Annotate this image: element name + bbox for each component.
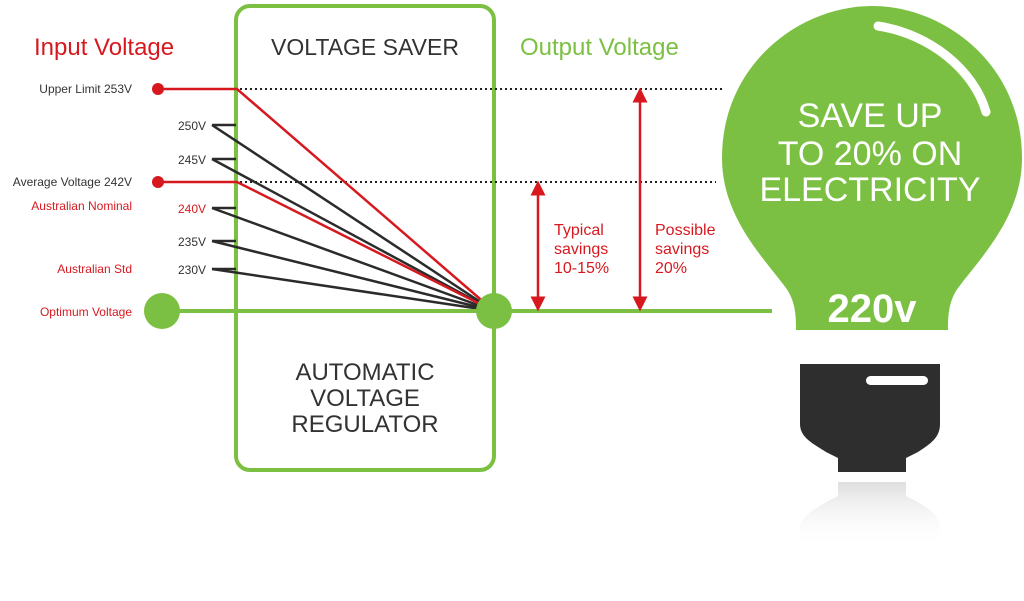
bulb-highlight-icon xyxy=(873,21,991,117)
svg-text:SAVE UP: SAVE UP xyxy=(798,97,943,135)
line-235v xyxy=(211,239,495,313)
svg-text:TO 20% ON: TO 20% ON xyxy=(778,135,963,173)
bulb-base-highlight-icon xyxy=(866,376,928,385)
svg-text:VOLTAGE: VOLTAGE xyxy=(310,385,420,412)
upper-limit-dot xyxy=(152,83,164,95)
label-australian-std: Australian Std xyxy=(57,262,132,276)
optimum-input-node xyxy=(144,293,180,329)
input-voltage-heading: Input Voltage xyxy=(34,34,174,61)
bulb-headline: SAVE UP TO 20% ON ELECTRICITY xyxy=(759,97,980,209)
label-australian-nominal: Australian Nominal xyxy=(31,199,132,213)
bulb-glass-icon xyxy=(722,6,1022,330)
voltage-saver-heading: VOLTAGE SAVER xyxy=(271,34,459,60)
converging-lines xyxy=(158,87,495,313)
label-250v: 250V xyxy=(178,119,206,133)
svg-text:AUTOMATIC: AUTOMATIC xyxy=(295,359,434,386)
svg-text:REGULATOR: REGULATOR xyxy=(291,411,438,438)
output-voltage-heading: Output Voltage xyxy=(520,34,679,61)
svg-text:savings: savings xyxy=(655,241,709,258)
bulb-voltage-label: 220v xyxy=(828,287,918,331)
svg-text:Typical: Typical xyxy=(554,222,604,239)
label-upper-limit: Upper Limit 253V xyxy=(39,82,132,96)
line-245v xyxy=(211,157,495,313)
svg-text:savings: savings xyxy=(554,241,608,258)
average-dot xyxy=(152,176,164,188)
label-240v: 240V xyxy=(178,202,206,216)
output-node xyxy=(476,293,512,329)
label-optimum-voltage: Optimum Voltage xyxy=(40,305,132,319)
input-level-labels: Upper Limit 253V 250V 245V Average Volta… xyxy=(13,82,206,319)
light-bulb: SAVE UP TO 20% ON ELECTRICITY 220v xyxy=(722,6,1022,548)
bulb-base-icon xyxy=(800,364,940,472)
bulb-reflection-icon xyxy=(800,482,940,548)
label-235v: 235V xyxy=(178,235,206,249)
svg-text:Possible: Possible xyxy=(655,222,716,239)
regulator-label: AUTOMATIC VOLTAGE REGULATOR xyxy=(291,359,438,438)
label-245v: 245V xyxy=(178,153,206,167)
line-upper-limit xyxy=(158,87,495,312)
label-230v: 230V xyxy=(178,263,206,277)
typical-savings-text: Typical savings 10-15% xyxy=(554,222,609,277)
line-230v xyxy=(211,267,495,313)
svg-text:20%: 20% xyxy=(655,260,687,277)
svg-text:ELECTRICITY: ELECTRICITY xyxy=(759,171,980,209)
line-average xyxy=(158,180,495,313)
label-average-voltage: Average Voltage 242V xyxy=(13,175,132,189)
voltage-saver-box xyxy=(234,4,496,472)
line-240v xyxy=(211,206,495,313)
svg-text:10-15%: 10-15% xyxy=(554,260,609,277)
possible-savings-text: Possible savings 20% xyxy=(655,222,716,277)
line-250v xyxy=(211,123,495,313)
